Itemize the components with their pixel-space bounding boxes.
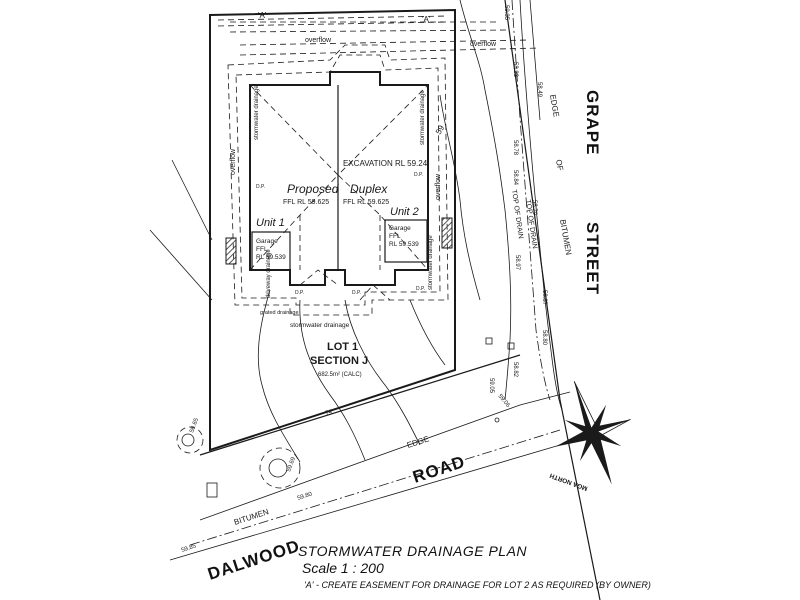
street-name-street: STREET: [583, 222, 602, 295]
garage-unit2-box: [384, 219, 428, 263]
survey-marks: [485, 337, 515, 423]
ffl-left: FFL RL 59.625: [283, 199, 329, 206]
stormwater-right-bottom: stormwater drainage: [428, 235, 434, 290]
tree-2: [259, 447, 301, 489]
spot-level-5: 58.84: [512, 170, 518, 186]
spot-level-6: 58.70: [531, 200, 537, 216]
easement-note: 'A' - CREATE EASEMENT FOR DRAINAGE FOR L…: [304, 580, 651, 590]
edge-label-road: EDGE: [406, 434, 430, 450]
garage2-line2: FFL: [389, 233, 401, 240]
tank-unit2: [441, 217, 453, 249]
contour-lines: [257, 94, 481, 463]
bitumen-label-grape: BITUMEN: [558, 219, 573, 256]
easement-lines: [229, 21, 541, 56]
section-label: SECTION J: [310, 355, 368, 367]
dp-1: D.P.: [256, 184, 265, 190]
edge-label-grape: EDGE: [548, 94, 561, 118]
driveway-drainage: driveway drainage: [266, 249, 272, 298]
top-of-drain-label: TOP OF DRAIN: [510, 189, 524, 239]
street-name-dalwood: DALWOOD: [205, 536, 302, 584]
of-label-grape: OF: [554, 159, 565, 172]
lot-area: 682.5m² (CALC): [318, 372, 362, 378]
proposed-label: Proposed: [287, 182, 339, 196]
garage-unit1-box: [251, 231, 291, 271]
garage2-line3: RL 59.539: [389, 241, 419, 248]
spot-level-12: 59.06: [496, 393, 511, 409]
contour-74: 74: [325, 409, 334, 417]
garage1-line2: FFL: [256, 246, 268, 253]
stormwater-top-right: stormwater drainage: [420, 90, 426, 145]
spot-level-14: 59.69: [286, 456, 297, 473]
dp-5: D.P.: [416, 286, 425, 292]
spot-level-1: 59.35: [503, 5, 509, 21]
north-arrow: [555, 381, 631, 485]
trees: [176, 426, 301, 498]
stormwater-top-left: stormwater drainage: [254, 85, 260, 140]
contour-59: 59: [434, 123, 447, 136]
duplex-footprint: [249, 71, 429, 301]
overflow-top-left: overflow: [305, 37, 332, 44]
street-name-grape: GRAPE: [583, 90, 602, 155]
spot-level-16: 59.85: [181, 543, 198, 554]
spot-level-11: 59.05: [488, 378, 494, 394]
overflow-top-right: overflow: [470, 41, 497, 48]
spot-level-10: 58.82: [512, 362, 518, 378]
grated-drainage: grated drainage: [260, 310, 299, 316]
garage1-line1: Garage: [256, 238, 278, 245]
spot-level-4: 58.78: [512, 140, 518, 156]
tree-1: [176, 426, 204, 454]
spot-level-3: 58.49: [536, 82, 542, 98]
lot-boundary: [149, 8, 456, 452]
duplex-label: Duplex: [350, 182, 388, 196]
spot-level-2: 58.93: [512, 62, 518, 78]
dp-2: D.P.: [414, 172, 423, 178]
tank-unit1: [225, 237, 237, 265]
unit1-label: Unit 1: [256, 217, 285, 229]
dalwood-road-edges: [169, 354, 571, 561]
excavation-level: EXCAVATION RL 59.24: [343, 159, 428, 168]
north-label: MGA NORTH: [549, 471, 589, 491]
spot-level-7: 58.97: [514, 255, 520, 271]
easement-mark-1: 'A': [258, 11, 267, 20]
unit2-label: Unit 2: [390, 206, 419, 218]
stormwater-bottom: stormwater drainage: [290, 322, 350, 329]
drainage-outline: [227, 44, 449, 316]
plan-title: STORMWATER DRAINAGE PLAN: [298, 543, 528, 559]
plan-scale: Scale 1 : 200: [302, 560, 384, 576]
grape-street-edges: [459, 0, 601, 600]
spot-level-8: 58.87: [541, 290, 547, 306]
garage1-line3: RL 59.539: [256, 254, 286, 261]
ffl-right: FFL RL 59.625: [343, 199, 389, 206]
lot-label: LOT 1: [327, 341, 358, 353]
rainwater-tanks: [225, 217, 453, 265]
overflow-left: overflow: [230, 148, 237, 175]
spot-level-13: 58.65: [189, 417, 200, 434]
dp-3: D.P.: [295, 290, 304, 296]
easement-mark-2: 'A': [422, 15, 431, 24]
spot-level-15: 59.80: [297, 491, 314, 502]
bitumen-label-road: BITUMEN: [233, 507, 270, 527]
spot-level-9: 58.80: [541, 330, 547, 346]
service-pit: [206, 482, 218, 498]
dp-4: D.P.: [352, 290, 361, 296]
overflow-right: overflow: [435, 173, 442, 200]
street-name-road: ROAD: [410, 452, 467, 487]
garage2-line1: Garage: [389, 225, 411, 232]
